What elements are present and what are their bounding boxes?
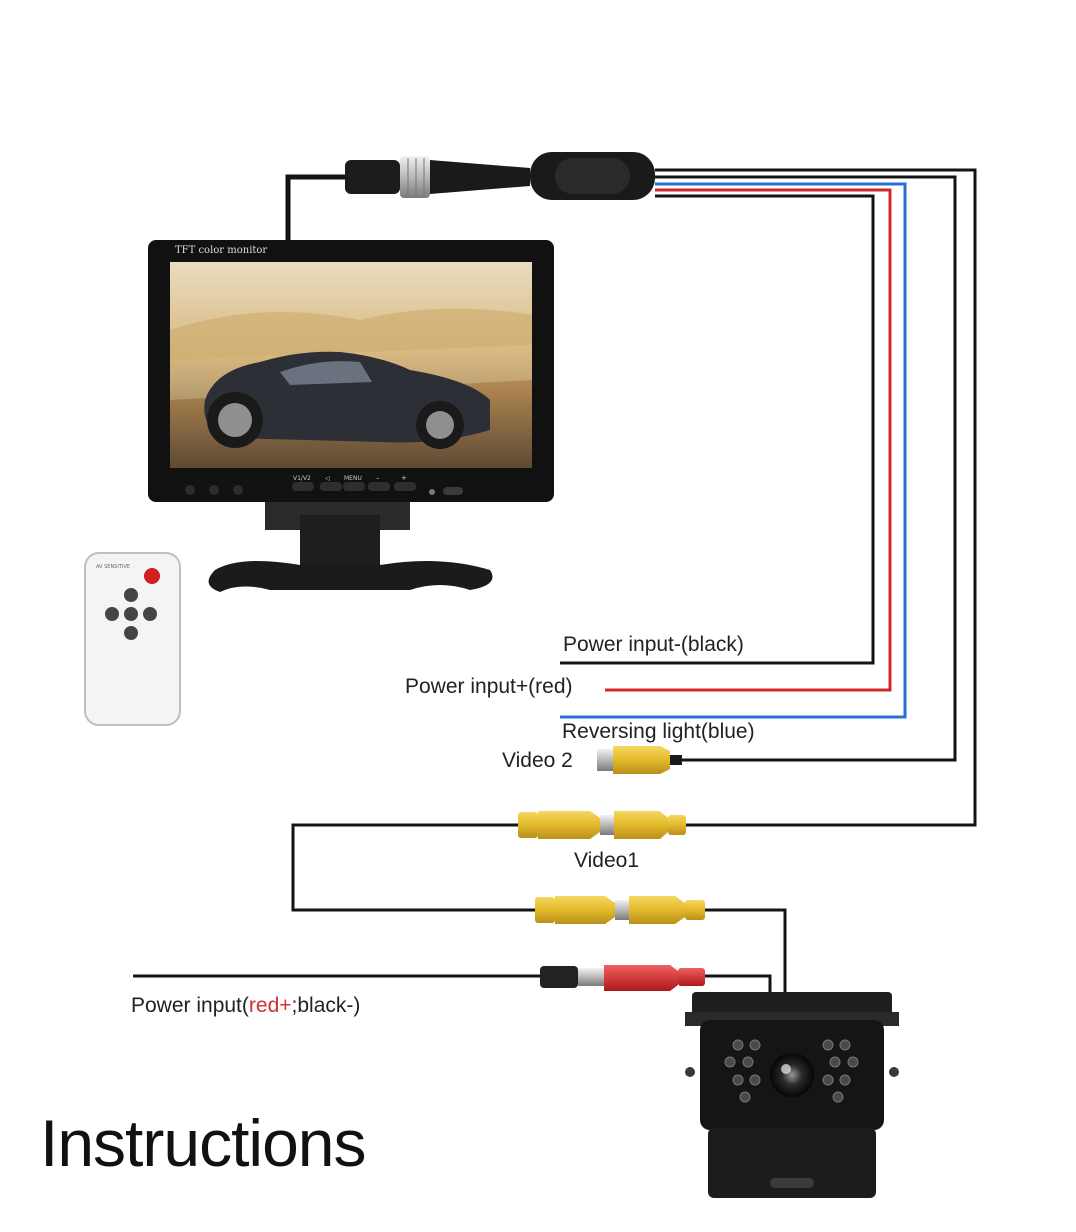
monitor-brand-text: TFT color monitor — [175, 245, 267, 256]
power-input-wire — [133, 965, 772, 995]
label-power-input: Power input(red+;black-) — [131, 995, 360, 1016]
top-connector — [345, 152, 655, 200]
monitor-button — [368, 482, 390, 491]
down-button-icon — [124, 626, 138, 640]
label-power-input-red: red+ — [248, 994, 292, 1017]
page-title: Instructions — [40, 1106, 366, 1180]
monitor-button-label: MENU — [344, 475, 362, 482]
wire-reversing-blue — [560, 182, 907, 719]
right-button-icon — [143, 607, 157, 621]
label-video2: Video 2 — [502, 749, 573, 772]
label-reversing-light: Reversing light(blue) — [562, 720, 755, 743]
ok-button-icon — [124, 607, 138, 621]
monitor-button — [292, 482, 314, 491]
monitor-button — [394, 482, 416, 491]
wire-power-black — [560, 194, 875, 665]
monitor-base — [208, 561, 493, 592]
wire-power-red — [605, 188, 892, 692]
monitor-button-label: V1/V2 — [293, 475, 311, 482]
monitor-button — [320, 482, 342, 491]
camera-lens-icon — [770, 1053, 814, 1097]
remote-control: AV SENSITIVE — [84, 552, 181, 726]
ir-led-array — [724, 1039, 859, 1103]
label-power-input-prefix: Power input( — [131, 994, 249, 1017]
label-power-minus: Power input-(black) — [563, 633, 744, 656]
main-harness-wires — [285, 168, 977, 827]
camera-video-wire — [291, 823, 787, 995]
video1-rca-connectors — [518, 811, 686, 839]
up-button-icon — [124, 588, 138, 602]
wire-video2-black — [655, 175, 957, 762]
tft-monitor: TFT color monitor V1/V2 ◁ MENU – + — [148, 240, 554, 592]
monitor-button-label: + — [401, 474, 407, 482]
label-video1: Video1 — [574, 849, 640, 872]
monitor-cable — [285, 174, 345, 242]
camera-rca-connectors — [535, 896, 705, 924]
monitor-button-label: – — [376, 474, 380, 482]
label-power-input-suffix: ;black-) — [291, 994, 361, 1017]
rear-camera — [685, 992, 899, 1198]
wire-video1-black — [655, 168, 977, 827]
camera-bracket — [708, 1128, 876, 1198]
video2-rca-connector — [597, 746, 682, 774]
ir-sensor-icon — [429, 489, 435, 495]
power-button-icon — [144, 568, 160, 584]
monitor-buttons: V1/V2 ◁ MENU – + — [292, 474, 416, 491]
remote-label: AV SENSITIVE — [96, 564, 130, 570]
label-power-plus: Power input+(red) — [405, 675, 573, 698]
monitor-button-label: ◁ — [325, 475, 330, 482]
monitor-button — [343, 482, 365, 491]
left-button-icon — [105, 607, 119, 621]
